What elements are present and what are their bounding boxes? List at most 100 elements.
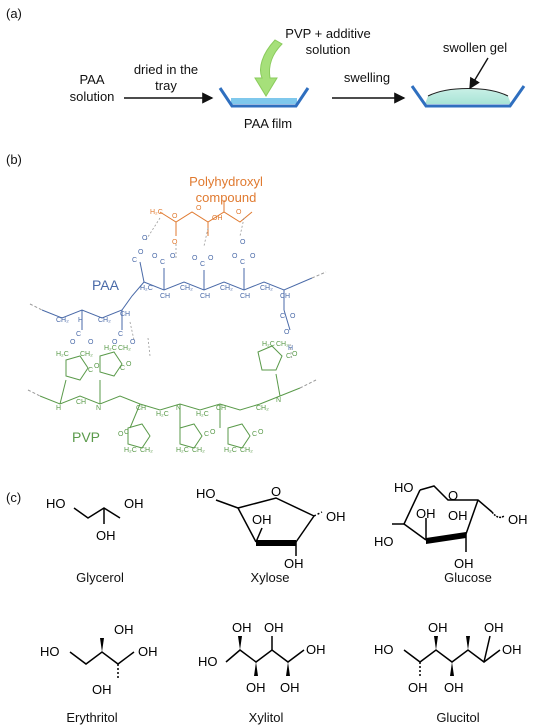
svg-text:OH: OH [264, 620, 284, 635]
svg-text:H₂C: H₂C [262, 341, 275, 348]
svg-text:CH₂: CH₂ [56, 317, 69, 324]
svg-text:C: C [204, 431, 209, 438]
svg-text:O: O [192, 255, 198, 262]
svg-text:C: C [88, 367, 93, 374]
svg-text:O: O [70, 339, 76, 346]
svg-text:C: C [132, 257, 137, 264]
svg-text:O: O [284, 329, 290, 336]
dried-label-line1: dried in the [134, 62, 198, 77]
svg-text:H₂C: H₂C [176, 447, 189, 454]
svg-text:OH: OH [212, 215, 223, 222]
pvp-end-right [299, 379, 317, 389]
svg-text:CH: CH [76, 399, 86, 406]
svg-text:HO: HO [374, 642, 394, 657]
svg-text:CH: CH [280, 293, 290, 300]
xylitol-name: Xylitol [249, 710, 284, 725]
svg-text:CH: CH [216, 405, 226, 412]
svg-text:O: O [292, 351, 298, 358]
svg-text:O: O [130, 339, 136, 346]
glucose-structure: HO O OH OH HO OH OH [374, 480, 528, 571]
pvp-label-line1: PVP + additive [285, 26, 370, 41]
svg-text:H₂C: H₂C [104, 345, 117, 352]
svg-text:HO: HO [196, 486, 216, 501]
svg-text:O: O [250, 253, 256, 260]
svg-text:H₂C: H₂C [196, 411, 209, 418]
svg-text:O: O [258, 429, 264, 436]
glycerol-name: Glycerol [76, 570, 124, 585]
svg-text:CH₂: CH₂ [240, 447, 253, 454]
film-label: PAA film [244, 116, 292, 131]
svg-text:H₂C: H₂C [150, 209, 163, 216]
svg-text:O: O [240, 239, 246, 246]
svg-text:H₂C: H₂C [156, 411, 169, 418]
svg-text:OH: OH [96, 528, 116, 543]
svg-text:H₂C: H₂C [140, 285, 153, 292]
polyol-atoms: H₂C O O OH O O [150, 205, 242, 246]
paa-end-left [29, 303, 43, 311]
svg-text:CH: CH [136, 405, 146, 412]
svg-text:CH₂: CH₂ [192, 447, 205, 454]
panel-label-b: (b) [6, 152, 22, 167]
glucitol-name: Glucitol [436, 710, 479, 725]
svg-text:C: C [120, 365, 125, 372]
svg-text:O: O [152, 253, 158, 260]
svg-text:CH: CH [240, 293, 250, 300]
svg-text:C: C [252, 431, 257, 438]
svg-text:OH: OH [448, 508, 468, 523]
svg-text:N: N [96, 405, 101, 412]
svg-text:C: C [200, 261, 205, 268]
svg-text:O: O [208, 255, 214, 262]
tray-with-gel [410, 85, 526, 108]
paa-end-right [311, 271, 327, 279]
glucitol-structure: HO OH OH OH OH OH [374, 620, 522, 695]
svg-text:OH: OH [124, 496, 144, 511]
svg-text:OH: OH [306, 642, 326, 657]
polyhydroxyl-label-line1: Polyhydroxyl [189, 174, 263, 189]
svg-text:O: O [196, 205, 202, 212]
svg-text:H: H [56, 405, 61, 412]
svg-text:CH₂: CH₂ [256, 405, 269, 412]
svg-text:O: O [170, 253, 176, 260]
svg-text:O: O [236, 209, 242, 216]
xylose-structure: HO O OH OH OH [196, 484, 346, 571]
svg-text:H₂C: H₂C [124, 447, 137, 454]
svg-text:HO: HO [198, 654, 218, 669]
svg-text:O: O [172, 213, 178, 220]
svg-text:O: O [118, 431, 124, 438]
dried-label-line2: tray [155, 78, 177, 93]
svg-text:C: C [286, 353, 291, 360]
glucose-name: Glucose [444, 570, 492, 585]
svg-text:H₂C: H₂C [56, 351, 69, 358]
svg-text:H: H [78, 317, 83, 324]
gel-label: swollen gel [443, 40, 507, 55]
svg-text:HO: HO [374, 534, 394, 549]
panel-label-c: (c) [6, 490, 21, 505]
svg-text:OH: OH [284, 556, 304, 571]
svg-text:C: C [240, 259, 245, 266]
svg-text:H: H [288, 345, 293, 352]
svg-text:C: C [280, 313, 285, 320]
svg-text:O: O [126, 361, 132, 368]
hydrogen-bonds [129, 217, 293, 361]
paa-label: PAA [92, 277, 120, 293]
svg-text:C: C [76, 331, 81, 338]
paa-solution-label-line2: solution [70, 89, 115, 104]
svg-text:OH: OH [280, 680, 300, 695]
svg-text:O: O [88, 339, 94, 346]
svg-text:HO: HO [394, 480, 414, 495]
svg-text:OH: OH [92, 682, 112, 697]
svg-text:CH: CH [200, 293, 210, 300]
svg-text:O: O [448, 488, 458, 503]
svg-text:N: N [176, 405, 181, 412]
svg-text:O: O [94, 363, 100, 370]
glycerol-structure: HO OH OH [46, 496, 144, 543]
svg-text:O: O [232, 253, 238, 260]
svg-text:CH: CH [120, 311, 130, 318]
swelling-label: swelling [344, 70, 390, 85]
svg-text:O: O [142, 235, 148, 242]
svg-text:CH₂: CH₂ [98, 317, 111, 324]
svg-text:OH: OH [484, 620, 504, 635]
